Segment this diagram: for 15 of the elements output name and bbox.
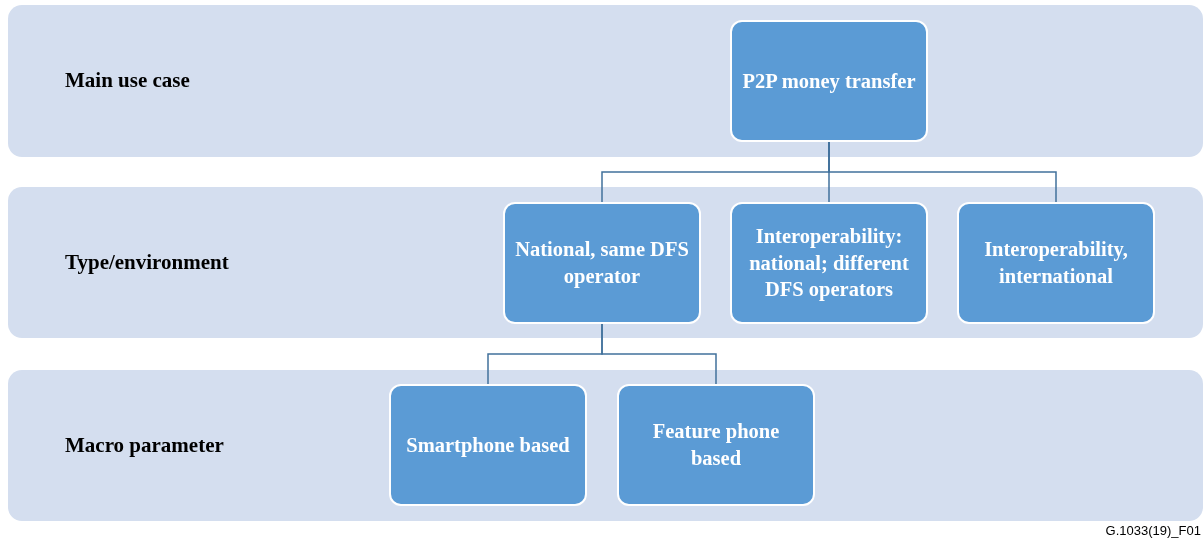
row-label: Type/environment	[65, 249, 229, 275]
row-label: Macro parameter	[65, 432, 224, 458]
band-background	[8, 187, 1203, 338]
process-box: Interoperability: national; different DFS operators	[730, 202, 928, 324]
connector-line	[828, 141, 1057, 203]
process-box: Smartphone based	[389, 384, 587, 506]
figure-id: G.1033(19)_F01	[1105, 523, 1201, 538]
connector-line	[601, 323, 717, 385]
process-box: Interoperability, international	[957, 202, 1155, 324]
band-background	[8, 370, 1203, 521]
process-box: National, same DFS operator	[503, 202, 701, 324]
process-box: P2P money transfer	[730, 20, 928, 142]
band-background	[8, 5, 1203, 157]
row-label: Main use case	[65, 68, 190, 93]
process-box: Feature phone based	[617, 384, 815, 506]
